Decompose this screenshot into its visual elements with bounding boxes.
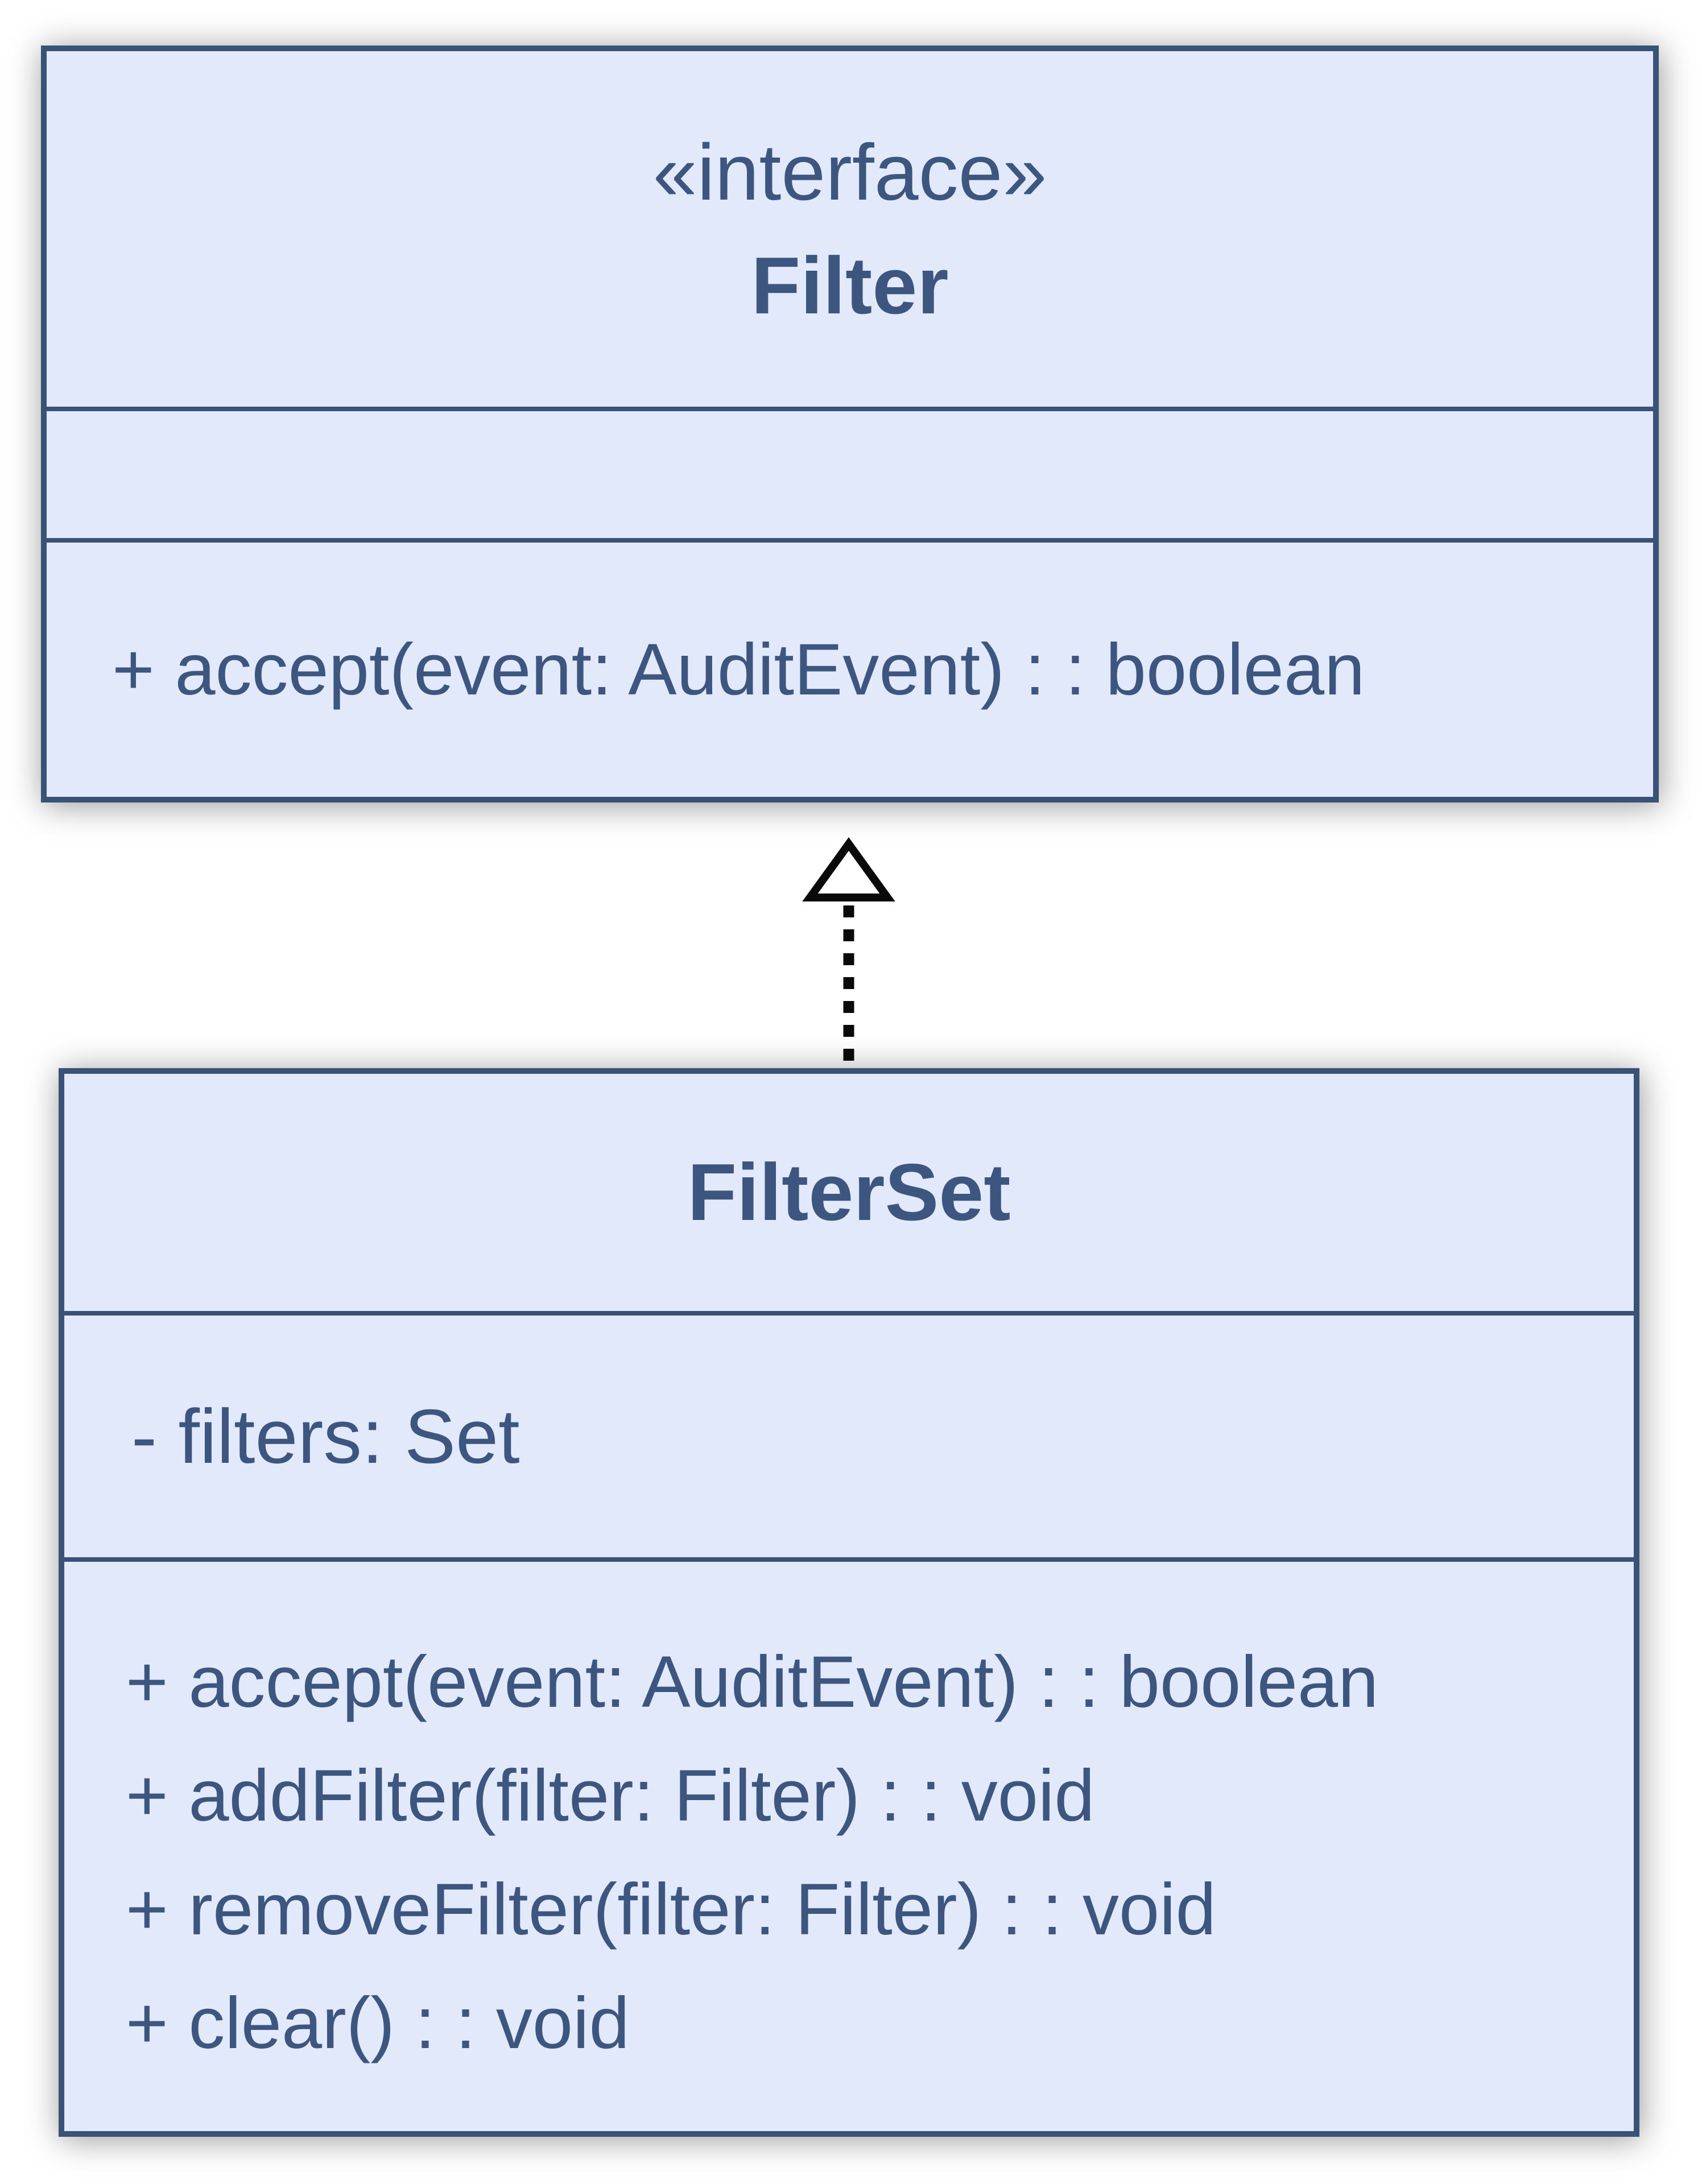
- filterset-attributes-compartment: - filters: Set: [64, 1311, 1634, 1557]
- filter-class-name: Filter: [751, 240, 949, 331]
- filter-title-compartment: «interface» Filter: [47, 51, 1653, 407]
- filter-stereotype-label: «interface»: [652, 127, 1047, 217]
- filterset-attribute-filters: - filters: Set: [131, 1393, 520, 1479]
- uml-class-filterset: FilterSet - filters: Set + accept(event:…: [59, 1068, 1639, 2137]
- realization-arrow-icon: [802, 837, 895, 1068]
- filterset-method-clear: + clear() : : void: [126, 1983, 630, 2064]
- filter-methods-compartment: + accept(event: AuditEvent) : : boolean: [47, 538, 1653, 797]
- filterset-class-name: FilterSet: [687, 1147, 1011, 1238]
- filter-method-accept: + accept(event: AuditEvent) : : boolean: [112, 628, 1365, 710]
- filterset-title-compartment: FilterSet: [64, 1074, 1634, 1311]
- filterset-method-addfilter: + addFilter(filter: Filter) : : void: [126, 1755, 1095, 1836]
- uml-class-filter: «interface» Filter + accept(event: Audit…: [41, 46, 1659, 803]
- filterset-method-accept: + accept(event: AuditEvent) : : boolean: [126, 1641, 1379, 1723]
- hollow-triangle-arrowhead: [802, 837, 895, 901]
- filter-attributes-compartment: [47, 407, 1653, 538]
- filterset-method-removefilter: + removeFilter(filter: Filter) : : void: [126, 1869, 1216, 1950]
- filterset-methods-compartment: + accept(event: AuditEvent) : : boolean …: [64, 1557, 1634, 2131]
